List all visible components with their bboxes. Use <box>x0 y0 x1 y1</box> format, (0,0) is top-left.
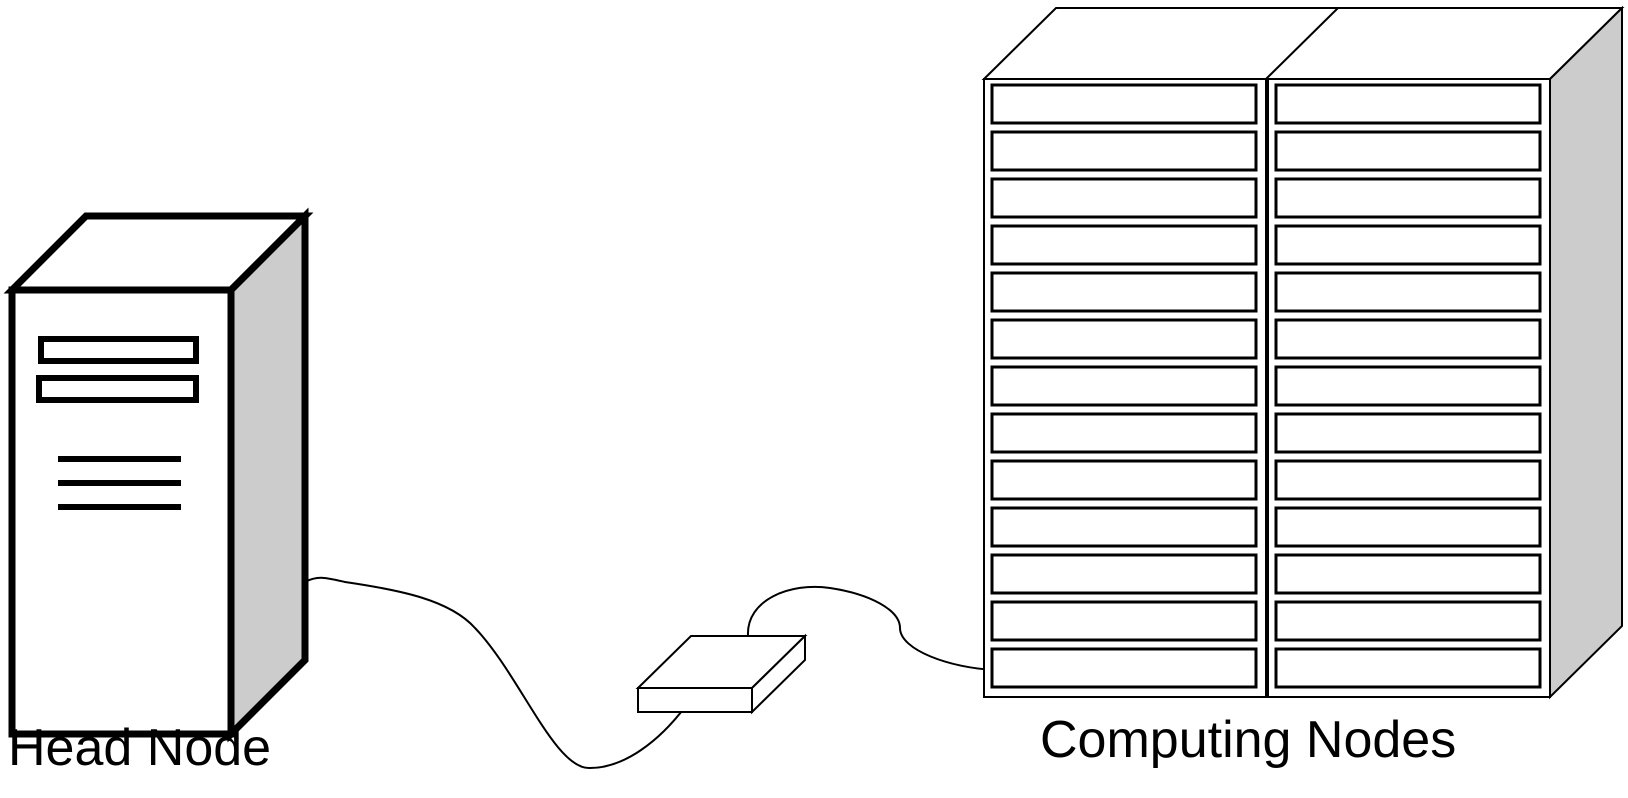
drive-bay-2 <box>36 375 199 403</box>
rack-slot-left-3 <box>990 177 1258 219</box>
rack-slot-left-6 <box>990 318 1258 360</box>
rack-slot-right-10 <box>1274 506 1542 548</box>
drive-bay-1 <box>38 336 199 364</box>
computing-nodes-label: Computing Nodes <box>1040 711 1457 769</box>
rack-slot-right-6 <box>1274 318 1542 360</box>
rack-top-divider <box>1265 7 1339 80</box>
rack-slot-left-5 <box>990 271 1258 313</box>
head-node-label: Head Node <box>8 719 272 777</box>
rack-slot-right-7 <box>1274 365 1542 407</box>
computing-nodes-rack <box>981 5 1625 700</box>
rack-slot-left-11 <box>990 553 1258 595</box>
rack-side <box>1549 5 1623 700</box>
rack-slot-right-3 <box>1274 177 1542 219</box>
rack-slot-left-2 <box>990 130 1258 172</box>
rack-slot-right-8 <box>1274 412 1542 454</box>
rack-slot-right-2 <box>1274 130 1542 172</box>
rack-slot-left-7 <box>990 365 1258 407</box>
rack-slot-left-12 <box>990 600 1258 642</box>
rack-slot-right-5 <box>1274 271 1542 313</box>
rack-slot-right-11 <box>1274 553 1542 595</box>
rack-slot-left-10 <box>990 506 1258 548</box>
rack-slot-right-12 <box>1274 600 1542 642</box>
rack-slots <box>990 83 1542 689</box>
switch-front <box>637 687 753 713</box>
network-switch <box>635 633 808 715</box>
rack-slot-right-4 <box>1274 224 1542 266</box>
rack-slot-right-13 <box>1274 647 1542 689</box>
head-node-side <box>227 207 309 743</box>
rack-slot-left-8 <box>990 412 1258 454</box>
rack-slot-left-9 <box>990 459 1258 501</box>
rack-slot-right-9 <box>1274 459 1542 501</box>
head-to-switch-cable <box>304 576 686 770</box>
rack-slot-right-1 <box>1274 83 1542 125</box>
head-node-server <box>3 207 314 743</box>
rack-slot-left-13 <box>990 647 1258 689</box>
switch-to-rack-cable <box>746 585 996 671</box>
rack-slot-left-4 <box>990 224 1258 266</box>
rack-slot-left-1 <box>990 83 1258 125</box>
